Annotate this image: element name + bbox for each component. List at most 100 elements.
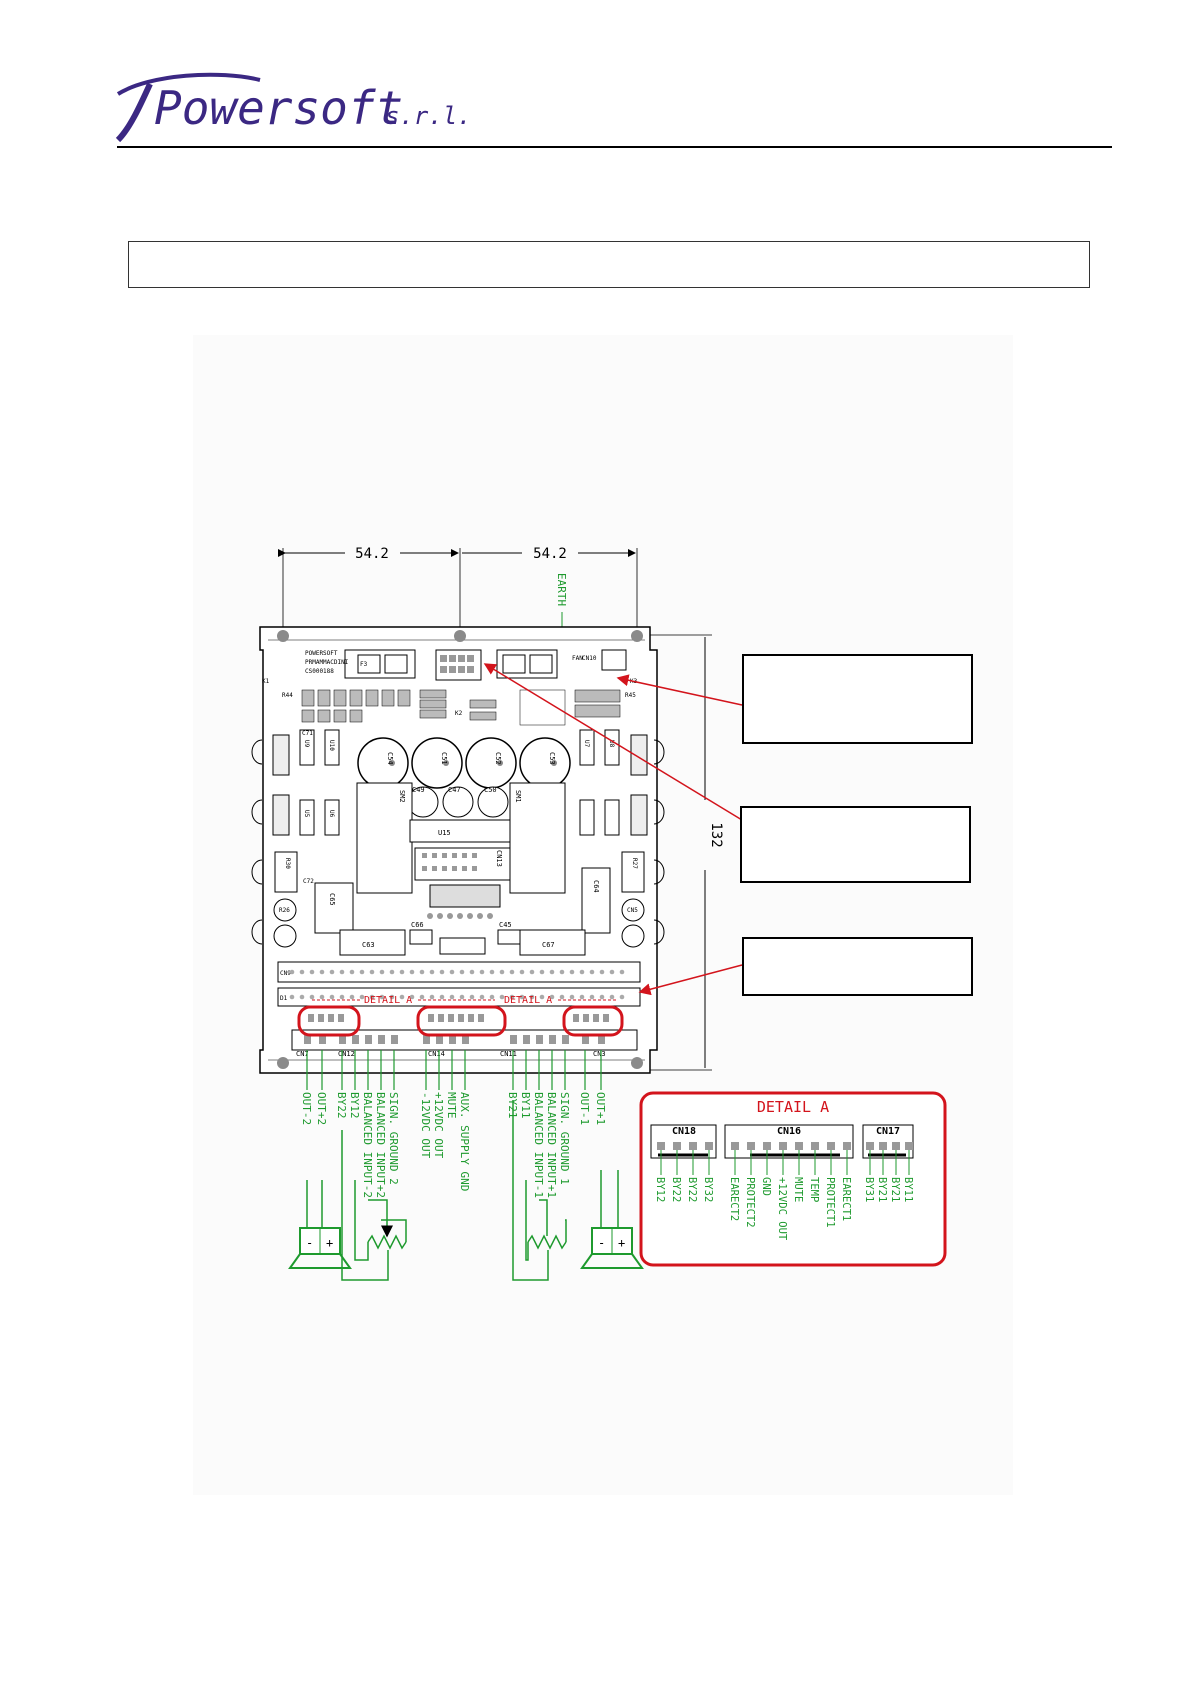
header-rule (117, 146, 1112, 148)
svg-text:C66: C66 (411, 921, 424, 929)
pin-label: OUT+2 (315, 1092, 328, 1125)
dimension-top: 54.2 54.2 (278, 546, 638, 635)
detail-pin (747, 1142, 755, 1150)
svg-text:C45: C45 (499, 921, 512, 929)
detail-pin (866, 1142, 874, 1150)
pin-label: OUT+1 (594, 1092, 607, 1125)
detail-pin-label: EARECT1 (840, 1177, 852, 1221)
terminal-pin (352, 1035, 359, 1044)
svg-text:CS000188: CS000188 (305, 668, 334, 675)
pin-label: BALANCED INPUT-1 (532, 1092, 545, 1198)
detail-pin-label: BY22 (686, 1177, 698, 1202)
svg-text:C54: C54 (386, 752, 394, 765)
svg-text:R44: R44 (282, 692, 293, 699)
svg-text:SM1: SM1 (514, 790, 522, 803)
svg-text:CN13: CN13 (495, 850, 503, 867)
powersoft-logo: Powersoft s.r.l. (115, 72, 472, 143)
svg-text:U6: U6 (328, 810, 335, 818)
detail-pin-label: PROTECT1 (824, 1177, 836, 1228)
svg-text:C52: C52 (494, 752, 502, 765)
detail-pin (705, 1142, 713, 1150)
logo-suffix: s.r.l. (385, 102, 472, 130)
detail-pin (689, 1142, 697, 1150)
conn-cn14: CN14 (428, 1050, 445, 1058)
detail-pin (779, 1142, 787, 1150)
speaker-2-icon: - + (288, 1227, 352, 1269)
potentiometer-2-icon (367, 1225, 407, 1250)
svg-text:CN10: CN10 (582, 655, 597, 662)
terminal-pin (523, 1035, 530, 1044)
conn-cn3: CN3 (593, 1050, 606, 1058)
terminal-pin (339, 1035, 346, 1044)
svg-text:C50: C50 (484, 786, 497, 794)
svg-text:U7: U7 (583, 740, 590, 748)
header-rows: CN9 D1 (277, 961, 641, 1007)
detail-pin (827, 1142, 835, 1150)
detail-pin (843, 1142, 851, 1150)
detail-pin (673, 1142, 681, 1150)
callout-box-2 (740, 806, 971, 883)
terminal-pin (582, 1035, 589, 1044)
pin-label: BALANCED INPUT+2 (374, 1092, 387, 1198)
conn-cn11: CN11 (500, 1050, 517, 1058)
terminal-pin (462, 1035, 469, 1044)
svg-text:C71: C71 (302, 730, 313, 737)
svg-text:C67: C67 (542, 941, 555, 949)
detail-pin (811, 1142, 819, 1150)
dimension-right: 132 (630, 634, 724, 1071)
detail-cn16: CN16 (777, 1126, 801, 1137)
svg-text:C72: C72 (303, 878, 314, 885)
filter-capacitors: C65 C64 C63 C67 C66 C45 (314, 867, 611, 956)
terminal-pin (423, 1035, 430, 1044)
svg-text:K2: K2 (455, 710, 463, 717)
title-box (128, 241, 1090, 288)
potentiometer-1-icon (527, 1234, 567, 1250)
callout-box-1 (742, 654, 973, 744)
svg-text:C64: C64 (592, 880, 600, 893)
detail-pin-label: BY11 (902, 1177, 914, 1202)
pin-label: AUX. SUPPLY GND (458, 1092, 471, 1191)
svg-text:F3: F3 (360, 661, 368, 668)
svg-text:+: + (326, 1236, 333, 1250)
svg-text:D1: D1 (280, 995, 288, 1002)
detail-cn18: CN18 (672, 1126, 696, 1137)
detail-pin (657, 1142, 665, 1150)
svg-text:CN9: CN9 (280, 970, 291, 977)
detail-pin-label: BY21 (876, 1177, 888, 1202)
svg-text:U10: U10 (328, 740, 335, 751)
svg-text:SM2: SM2 (398, 790, 406, 803)
pin-label: -12VDC OUT (419, 1092, 432, 1159)
callout-box-3 (742, 937, 973, 996)
svg-text:U9: U9 (303, 740, 310, 748)
svg-text:C63: C63 (362, 941, 375, 949)
svg-text:C51: C51 (440, 752, 448, 765)
conn-cn12: CN12 (338, 1050, 355, 1058)
pin-label: SIGN. GROUND 2 (387, 1092, 400, 1185)
dim-left-width: 54.2 (355, 546, 389, 562)
detail-pin (763, 1142, 771, 1150)
detail-pin-label: PROTECT2 (744, 1177, 756, 1228)
detail-pin-label: GND (760, 1177, 772, 1196)
svg-text:C53: C53 (548, 752, 556, 765)
svg-text:-: - (306, 1236, 313, 1250)
terminal-pin (549, 1035, 556, 1044)
detail-pin (795, 1142, 803, 1150)
conn-cn7: CN7 (296, 1050, 309, 1058)
svg-text:U5: U5 (303, 810, 310, 818)
detail-pin-label: BY21 (889, 1177, 901, 1202)
detail-pin (731, 1142, 739, 1150)
pin-label: BY11 (519, 1092, 532, 1119)
terminal-pin (365, 1035, 372, 1044)
svg-text:C47: C47 (448, 786, 461, 794)
svg-text:-: - (598, 1236, 605, 1250)
detail-pin (892, 1142, 900, 1150)
pin-label: SIGN. GROUND 1 (558, 1092, 571, 1185)
detail-pin-label: TEMP (808, 1177, 820, 1202)
detail-pin (879, 1142, 887, 1150)
detail-cn17: CN17 (876, 1126, 900, 1137)
pcb-top-section: POWERSOFT PRMAMMACDINI CS000188 F3 FAN C… (262, 649, 638, 717)
terminal-pin (510, 1035, 517, 1044)
svg-text:FAN: FAN (572, 655, 583, 662)
